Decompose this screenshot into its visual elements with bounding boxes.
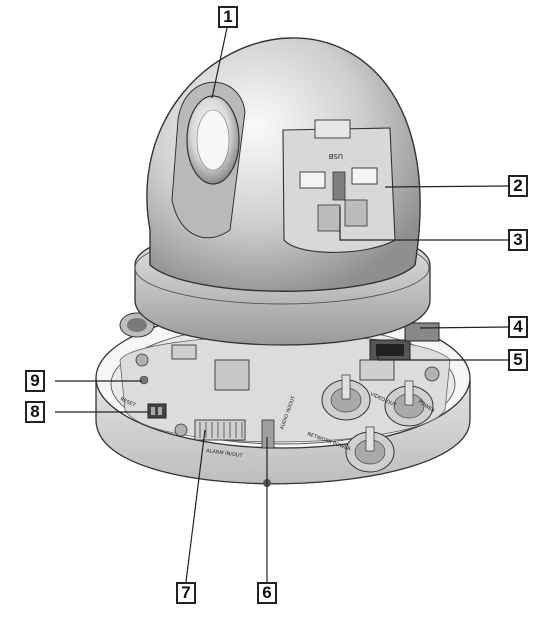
leader-4 [419,326,509,329]
callout-1: 1 [218,6,238,28]
callout-8: 8 [25,401,45,423]
leader-2 [384,185,509,188]
leader-7 [185,429,206,583]
callout-7: 7 [176,582,196,604]
label-usb: USB [328,152,343,160]
cable-glands [321,374,434,473]
callout-leader-lines [55,27,509,583]
callout-4: 4 [508,316,528,338]
camera-dome: USB [146,37,421,292]
callout-2: 2 [508,175,528,197]
leader-1 [211,27,228,99]
base-connectors [119,312,440,487]
leader-5 [377,352,508,361]
callout-5: 5 [508,349,528,371]
label-alarm: ALARM IN/OUT [206,448,244,459]
callout-6: 6 [257,582,277,604]
callout-9: 9 [25,370,45,392]
callout-3: 3 [508,229,528,251]
leader-3 [339,207,508,241]
